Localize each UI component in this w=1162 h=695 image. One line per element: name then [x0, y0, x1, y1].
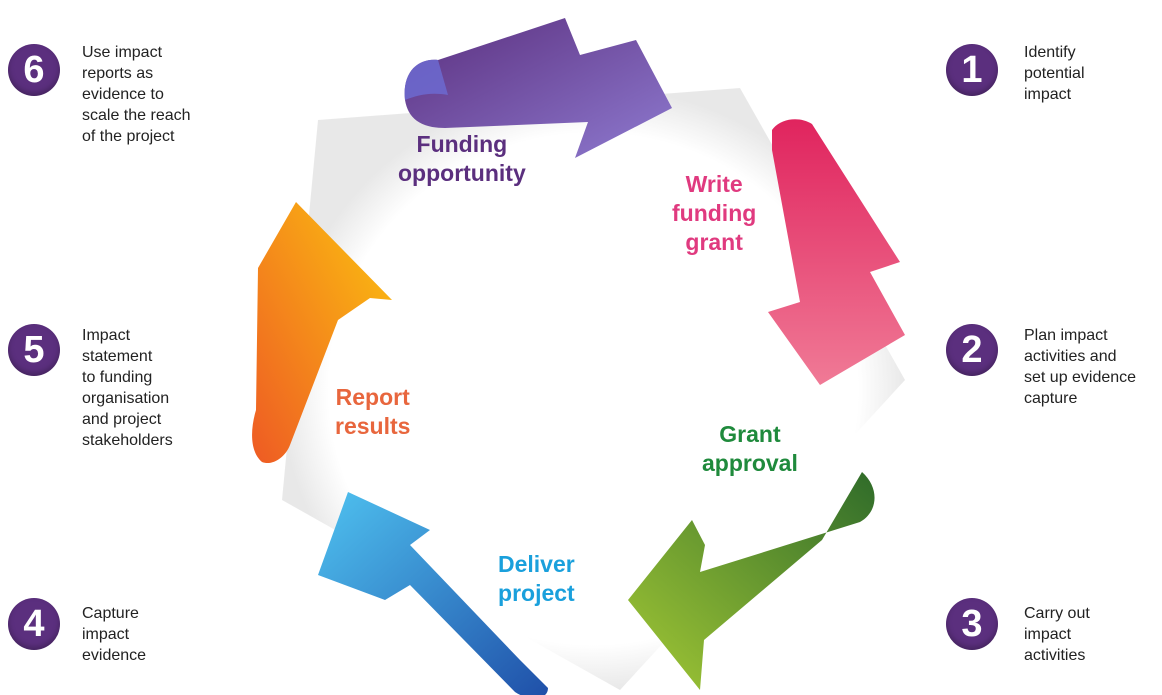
stage-funding-opportunity: Funding opportunity: [398, 131, 526, 186]
step-3-badge: 3: [946, 598, 998, 650]
step-2-text: Plan impact activities and set up eviden…: [1024, 327, 1137, 407]
arrow-blue: [318, 492, 548, 695]
arrow-purple: [404, 18, 672, 158]
stage-write-funding-grant: Write funding grant: [672, 171, 757, 255]
step-6-text: Use impact reports as evidence to scale …: [82, 44, 191, 145]
step-5-badge: 5: [8, 324, 60, 376]
arrow-purple-fold: [404, 59, 448, 100]
step-1-text: Identify potential impact: [1024, 44, 1085, 103]
arrow-pink: [768, 119, 905, 385]
cycle-inner-panel: [282, 88, 905, 690]
step-1-badge: 1: [946, 44, 998, 96]
step-4-text: Capture impact evidence: [82, 605, 147, 664]
step-3-text: Carry out impact activities: [1024, 605, 1090, 664]
stage-report-results: Report results: [335, 384, 411, 439]
stage-deliver-project: Deliver project: [498, 551, 575, 606]
step-6-badge: 6: [8, 44, 60, 96]
stage-grant-approval: Grant approval: [702, 421, 798, 476]
arrow-green: [628, 472, 875, 690]
step-2-badge: 2: [946, 324, 998, 376]
step-4-badge: 4: [8, 598, 60, 650]
arrow-orange: [252, 202, 392, 464]
step-5-text: Impact statement to funding organisation…: [82, 327, 173, 449]
